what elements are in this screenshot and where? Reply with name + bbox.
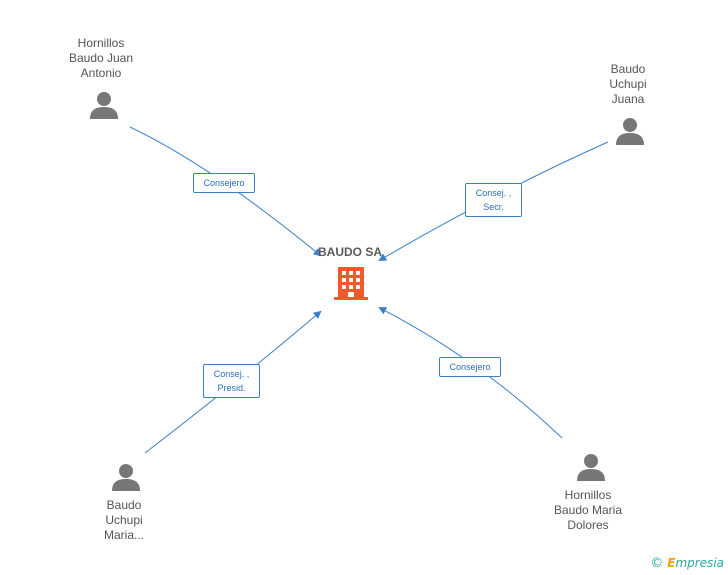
- person-name-line: Baudo: [106, 498, 142, 512]
- person-name-line: Maria...: [103, 528, 144, 542]
- role-badge-consejero[interactable]: Consejero: [193, 173, 255, 193]
- person-name-line: Uchupi: [609, 77, 647, 91]
- role-line: Consejero: [203, 178, 245, 188]
- person-icon[interactable]: [576, 452, 606, 482]
- role-line: Consejero: [449, 362, 491, 372]
- person-name-line: Baudo Maria: [553, 503, 623, 517]
- role-badge-consej-presid[interactable]: Consej. , Presid.: [203, 364, 260, 398]
- person-name-line: Dolores: [567, 518, 609, 532]
- empresia-brand[interactable]: ©Empresia: [650, 556, 724, 571]
- person-label-hornillos-baudo-maria-dolores[interactable]: Hornillos Baudo Maria Dolores: [533, 488, 643, 533]
- copyright-icon: ©: [650, 556, 664, 571]
- role-line: Presid.: [217, 383, 246, 393]
- person-name-line: Juana: [611, 92, 645, 106]
- role-badge-consejero[interactable]: Consejero: [439, 357, 501, 377]
- brand-name-rest: mpresia: [675, 556, 724, 570]
- person-name-line: Baudo: [610, 62, 646, 76]
- role-line: Consej. ,: [213, 369, 250, 379]
- person-name-line: Baudo Juan: [68, 51, 134, 65]
- person-icon[interactable]: [615, 116, 645, 146]
- company-name[interactable]: BAUDO SA: [318, 245, 383, 259]
- brand-initial: E: [667, 556, 676, 570]
- role-line: Secr.: [483, 202, 504, 212]
- person-label-baudo-uchupi-juana[interactable]: Baudo Uchupi Juana: [573, 62, 683, 107]
- person-name-line: Hornillos: [564, 488, 612, 502]
- person-icon[interactable]: [89, 90, 119, 120]
- person-name-line: Uchupi: [105, 513, 143, 527]
- person-icon[interactable]: [111, 462, 141, 492]
- role-line: Consej. ,: [475, 188, 512, 198]
- role-badge-consej-secr[interactable]: Consej. , Secr.: [465, 183, 522, 217]
- building-icon[interactable]: [334, 265, 368, 301]
- person-label-hornillos-baudo-juan-antonio[interactable]: Hornillos Baudo Juan Antonio: [46, 36, 156, 81]
- person-label-baudo-uchupi-maria[interactable]: Baudo Uchupi Maria...: [69, 498, 179, 543]
- person-name-line: Antonio: [80, 66, 122, 80]
- person-name-line: Hornillos: [77, 36, 125, 50]
